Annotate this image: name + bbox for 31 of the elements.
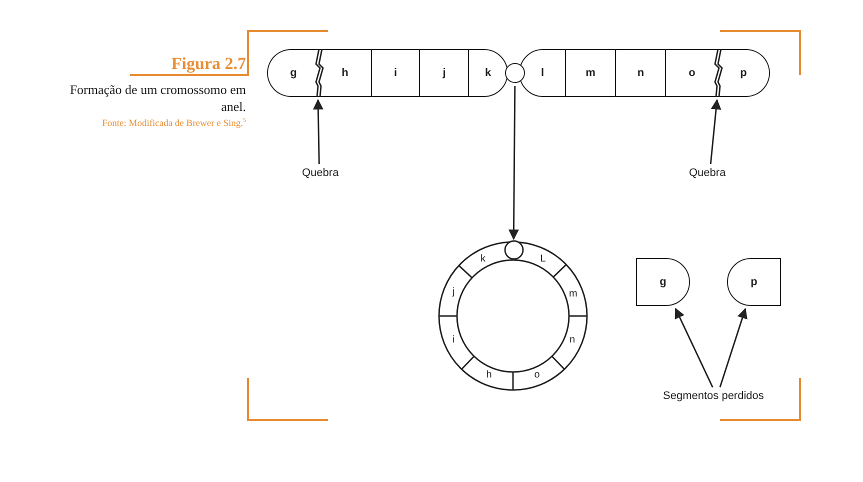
chromosome-segment: h: [319, 49, 372, 97]
segment-letter: o: [534, 370, 540, 381]
chromosome-segment: j: [419, 49, 470, 97]
segment-letter: n: [570, 334, 576, 346]
segment-letter: j: [452, 286, 455, 298]
arrow: [312, 98, 324, 164]
arrow: [710, 98, 722, 164]
chromosome-segment: l: [519, 49, 566, 97]
chromosome-segment: g: [267, 49, 319, 97]
annotation-text: Segmentos perdidos: [663, 390, 771, 403]
chromosome-segment: p: [727, 258, 781, 306]
chromosome-segment: o: [665, 49, 718, 97]
annotation-text: Quebra: [689, 167, 727, 180]
chromosome-segment: k: [468, 49, 508, 97]
chromosome-segment: m: [564, 49, 616, 97]
chromosome-segment: g: [636, 258, 690, 306]
arrow: [719, 308, 748, 388]
centromere-circle: [505, 63, 525, 83]
segment-letter: k: [480, 254, 486, 265]
arrow: [674, 308, 714, 388]
annotation-text: Quebra: [302, 167, 340, 180]
segment-letter: m: [568, 288, 578, 300]
segment-letter: L: [540, 254, 546, 265]
chromosome-segment: i: [370, 49, 420, 97]
segment-letter: h: [486, 370, 492, 381]
figure-title: Figura 2.7: [171, 54, 246, 74]
chromosome-segment: p: [718, 49, 770, 97]
chromosome-segment: n: [615, 49, 666, 97]
segment-letter: i: [452, 334, 455, 346]
figure-caption: Formação de um cromossomo em anel.: [68, 81, 246, 115]
source-note: Fonte: Modificada de Brewer e Sing.$^{5}$: [102, 118, 246, 130]
